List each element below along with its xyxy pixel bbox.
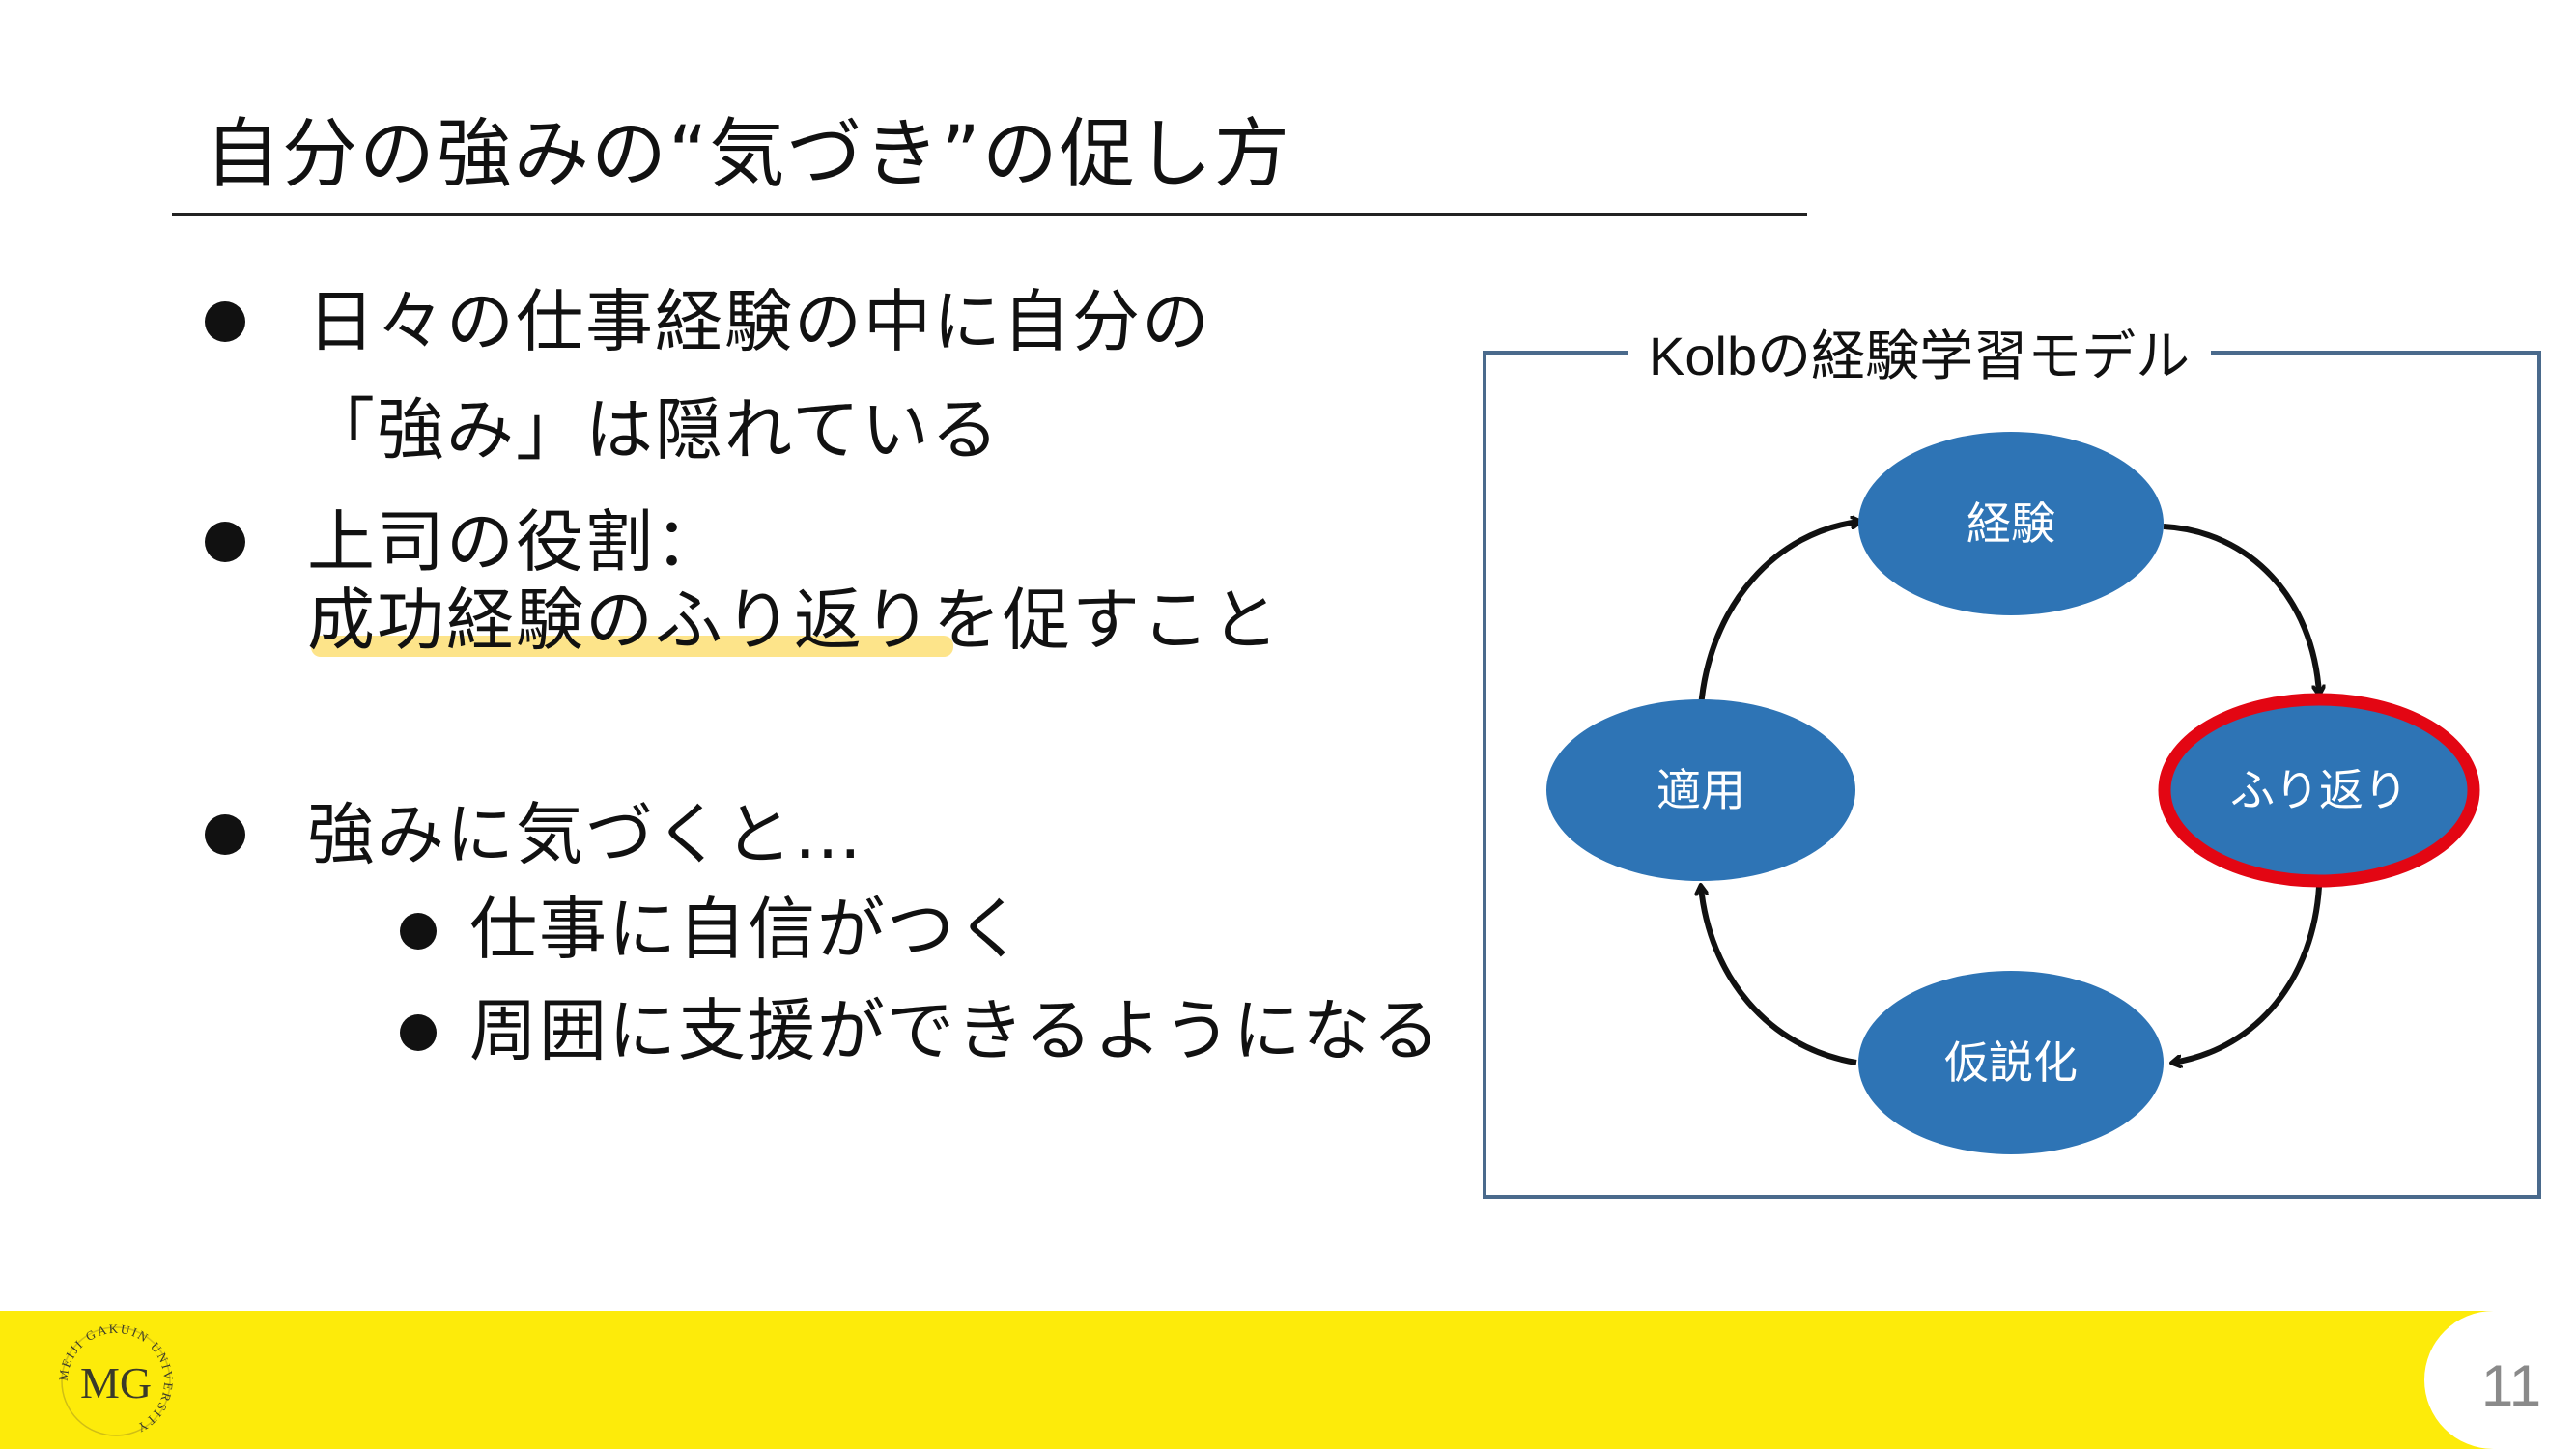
arrow-reflection-to-hypothesis bbox=[2173, 886, 2322, 1063]
page-number: 11 bbox=[2480, 1353, 2542, 1418]
node-reflection-label: ふり返り bbox=[2230, 765, 2408, 815]
arrow-hypothesis-to-application bbox=[1701, 887, 1857, 1065]
node-reflection: ふり返り bbox=[2158, 693, 2480, 888]
bullet-2-line-1: 上司の役割： bbox=[307, 502, 724, 582]
bullet-1-line-1: 日々の仕事経験の中に自分の bbox=[307, 282, 1211, 361]
logo-monogram: MG bbox=[80, 1358, 152, 1407]
node-experience-label: 経験 bbox=[1967, 498, 2055, 549]
bullet-dot bbox=[205, 814, 245, 855]
sub-bullet-dot bbox=[400, 913, 437, 950]
node-application: 適用 bbox=[1546, 699, 1855, 881]
sub-bullet-1: 仕事に自信がつく bbox=[469, 890, 1026, 969]
node-application-label: 適用 bbox=[1656, 765, 1745, 815]
bullet-1-line-2: 「強み」は隠れている bbox=[307, 390, 1001, 469]
arrow-application-to-experience bbox=[1698, 522, 1859, 708]
sub-bullet-2: 周囲に支援ができるようになる bbox=[469, 991, 1442, 1070]
kolb-model-title: Kolbの経験学習モデル bbox=[1628, 319, 2212, 394]
bullet-dot bbox=[205, 301, 245, 342]
bullet-dot bbox=[205, 522, 245, 562]
slide-title: 自分の強みの“気づき”の促し方 bbox=[205, 111, 1291, 198]
kolb-cycle-diagram: 経験 ふり返り 仮説化 適用 bbox=[1546, 432, 2480, 1154]
page-number-tab bbox=[2424, 1311, 2576, 1449]
node-hypothesis: 仮説化 bbox=[1858, 971, 2164, 1154]
footer-bar bbox=[0, 1311, 2576, 1449]
bullet-2-line-2: 成功経験のふり返りを促すこと bbox=[307, 581, 1281, 660]
title-underline bbox=[172, 213, 1807, 216]
text-highlight bbox=[311, 636, 953, 657]
node-hypothesis-label: 仮説化 bbox=[1944, 1037, 2078, 1088]
sub-bullet-dot bbox=[400, 1014, 437, 1051]
university-logo: MG MEIJI GAKUIN UNIVERSITY bbox=[56, 1321, 174, 1436]
bullet-3-line-1: 強みに気づくと… bbox=[307, 795, 863, 874]
arrow-experience-to-reflection bbox=[2163, 524, 2319, 694]
node-experience: 経験 bbox=[1858, 432, 2164, 615]
